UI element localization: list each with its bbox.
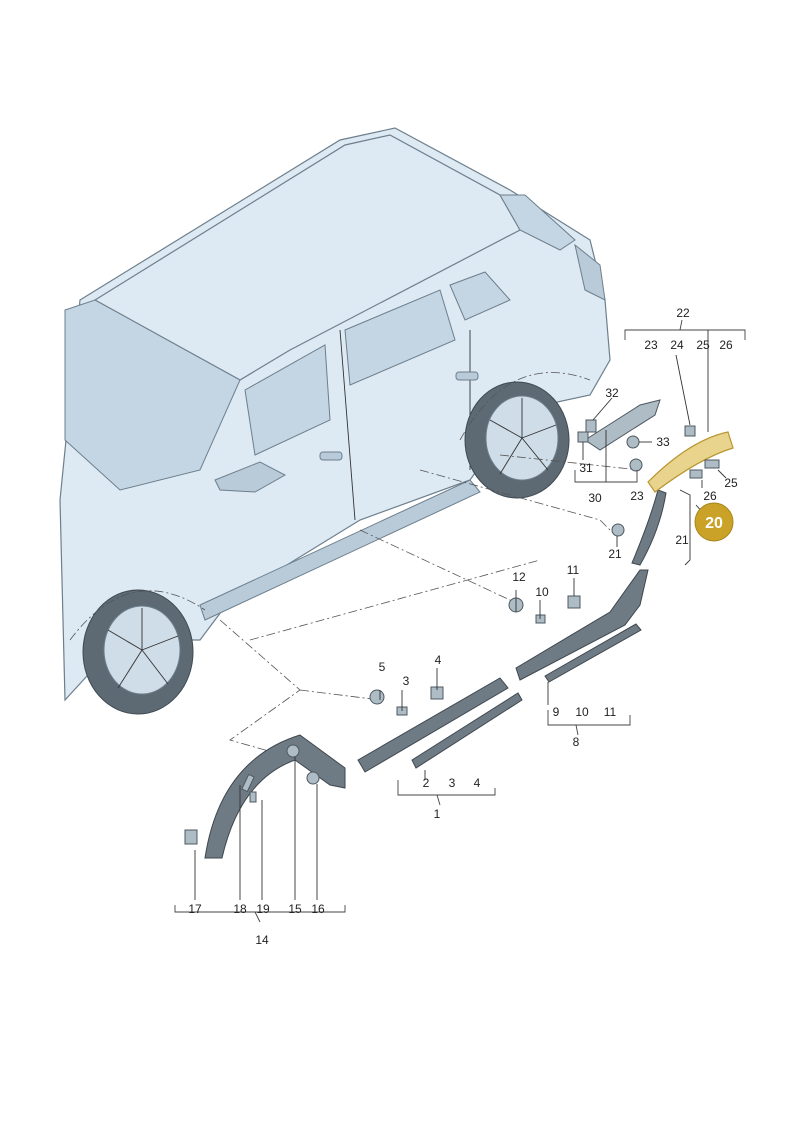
highlighted-part-20 [647, 431, 734, 493]
clip-10 [535, 614, 546, 624]
highlight-badge-label: 20 [705, 515, 723, 532]
callout-23-top: 23 [644, 338, 658, 352]
callout-32: 32 [605, 386, 619, 400]
callout-21-left: 21 [608, 547, 622, 561]
callout-17: 17 [188, 902, 202, 916]
clip-25 [704, 459, 720, 469]
callout-14: 14 [255, 933, 269, 947]
clip-11 [567, 595, 581, 609]
vehicle-illustration [59, 127, 611, 715]
callout-26-top: 26 [719, 338, 733, 352]
callout-9: 9 [553, 705, 560, 719]
highlight-badge[interactable]: 20 [694, 502, 734, 542]
callout-3-top: 3 [403, 674, 410, 688]
callout-31: 31 [579, 461, 593, 475]
callout-11-bottom: 11 [604, 705, 617, 719]
clip-15 [286, 744, 300, 758]
callout-3-bottom: 3 [449, 776, 456, 790]
clip-33 [626, 435, 640, 449]
callout-10-top: 10 [535, 585, 549, 599]
clip-16 [306, 771, 320, 785]
parts [184, 399, 734, 859]
callout-16: 16 [311, 902, 325, 916]
callout-labels: 1 2 3 3 4 4 5 8 9 10 10 11 11 12 14 15 1… [188, 306, 738, 947]
clip-5 [369, 689, 385, 705]
clip-17 [184, 829, 198, 845]
clip-23 [629, 458, 643, 472]
rear-wheel-arch-trim [631, 489, 667, 566]
callout-10-bottom: 10 [575, 705, 589, 719]
clip-21 [611, 523, 625, 537]
callout-2: 2 [423, 776, 430, 790]
sill-trim-1 [357, 677, 509, 773]
highlight-badge-circle[interactable] [694, 502, 734, 542]
callout-30: 30 [588, 491, 602, 505]
callout-26-mid: 26 [703, 489, 717, 503]
front-wheel-arch-trim [204, 734, 346, 859]
callout-25-top: 25 [696, 338, 710, 352]
callout-1: 1 [434, 807, 441, 821]
clip-19 [249, 791, 257, 803]
callout-25-mid: 25 [724, 476, 738, 490]
sill-trim-strip [411, 692, 523, 769]
rear-door-trim-8 [515, 569, 649, 681]
callout-12: 12 [512, 570, 526, 584]
callout-8: 8 [573, 735, 580, 749]
callout-21-right: 21 [675, 533, 689, 547]
callout-19: 19 [256, 902, 270, 916]
callout-33: 33 [656, 435, 670, 449]
callout-5: 5 [379, 660, 386, 674]
callout-4-bottom: 4 [474, 776, 481, 790]
callout-18: 18 [233, 902, 247, 916]
callout-15: 15 [288, 902, 302, 916]
callout-24: 24 [670, 338, 684, 352]
clip-31 [577, 431, 589, 443]
clip-32 [585, 419, 597, 433]
clip-18 [241, 773, 255, 793]
callout-23-mid: 23 [630, 489, 644, 503]
clip-24 [684, 425, 696, 437]
bracket-30 [584, 399, 661, 451]
clip-26 [689, 469, 703, 479]
callout-11-top: 11 [567, 563, 580, 577]
rear-door-trim-strip [544, 623, 642, 683]
callout-22: 22 [676, 306, 690, 320]
leaders [174, 319, 746, 923]
callout-4-top: 4 [435, 653, 442, 667]
